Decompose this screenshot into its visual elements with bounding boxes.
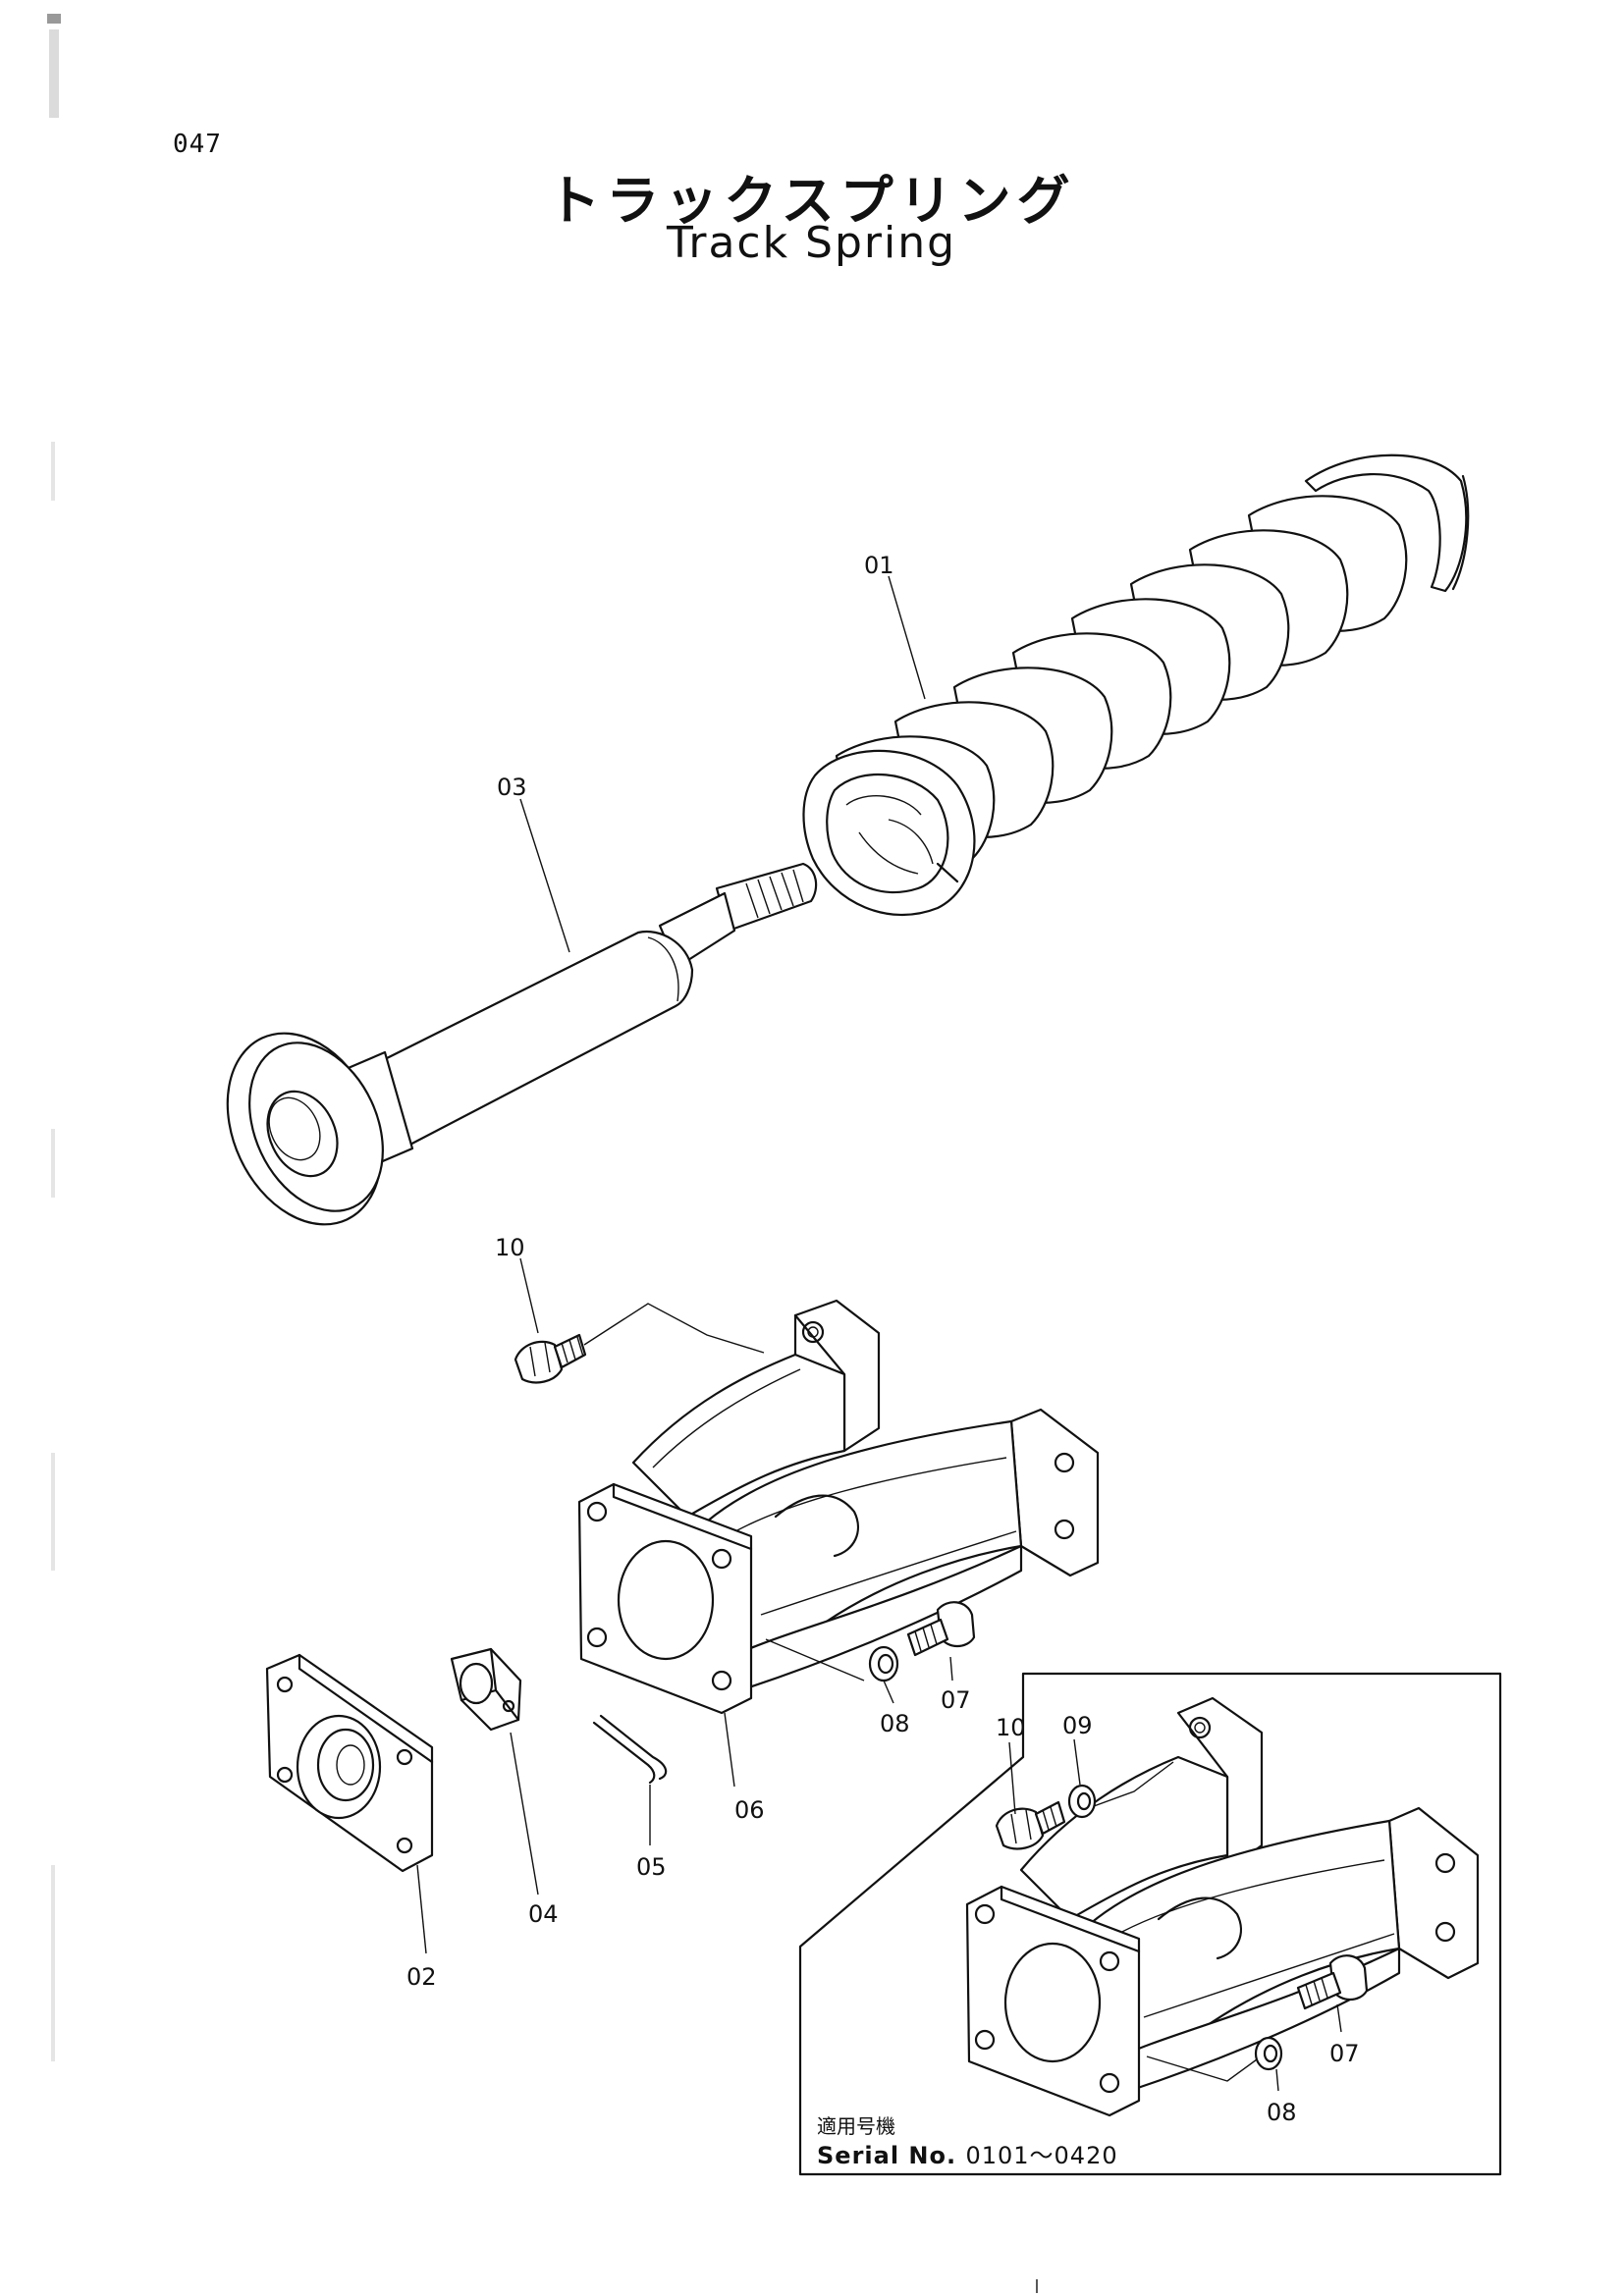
- applicable-models-label: 適用号機: [817, 2114, 895, 2138]
- callout-10: 10: [495, 1234, 525, 1261]
- callout-08: 08: [880, 1710, 910, 1737]
- inset-frame: [798, 1672, 1502, 2176]
- callout-01: 01: [864, 552, 894, 579]
- inset-bracket: [965, 1696, 1480, 2117]
- page-number: 047: [173, 130, 222, 159]
- callout-02: 02: [406, 1963, 437, 1991]
- washer-part-08: [868, 1645, 899, 1682]
- inset-callout-09: 09: [1062, 1712, 1093, 1739]
- coil-spring-part-01: [802, 454, 1470, 917]
- callout-04: 04: [528, 1900, 559, 1928]
- scan-noise: [47, 14, 61, 2061]
- bolt-part-10: [514, 1333, 587, 1384]
- inset-washer-part-09: [1067, 1784, 1097, 1819]
- inset-callout-08: 08: [1267, 2099, 1297, 2126]
- serial-range: 0101～0420: [965, 2142, 1118, 2169]
- callout-06: 06: [734, 1796, 765, 1824]
- inset-callout-10: 10: [996, 1714, 1026, 1741]
- callout-03: 03: [497, 774, 527, 801]
- serial-number: Serial No. 0101～0420: [817, 2136, 1118, 2170]
- leader-lines: [416, 575, 1342, 2092]
- pin-part-05: [592, 1714, 668, 1785]
- bolt-part-07: [906, 1601, 976, 1657]
- callout-05: 05: [636, 1853, 667, 1881]
- title-japanese: トラックスプリング: [547, 170, 1076, 232]
- inset-bolt-part-10: [995, 1800, 1066, 1850]
- cap-plate-part-02: [265, 1653, 434, 1873]
- serial-label: Serial No.: [817, 2142, 957, 2169]
- inset-bolt-part-07: [1296, 1954, 1369, 2010]
- callout-07: 07: [941, 1686, 971, 1714]
- inset-washer-part-08: [1254, 2036, 1283, 2071]
- rod-part-03: [226, 862, 818, 1226]
- callouts: 01 03 10 02 04 05 06 08 07 10 09 08 07: [406, 552, 1360, 2126]
- inset-callout-07: 07: [1329, 2040, 1360, 2067]
- title-english: Track Spring: [666, 218, 957, 268]
- nut-part-04: [450, 1647, 522, 1732]
- bracket-part-06: [577, 1299, 1100, 1715]
